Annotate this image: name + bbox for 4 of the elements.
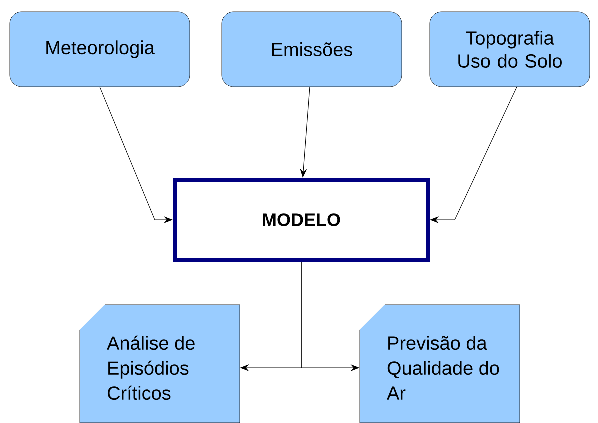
input-box: Meteorologia [10, 12, 190, 88]
input-box: Topografia Uso do Solo [430, 12, 590, 88]
input-box: Emissões [222, 12, 402, 88]
model-box: MODELO [173, 178, 430, 262]
